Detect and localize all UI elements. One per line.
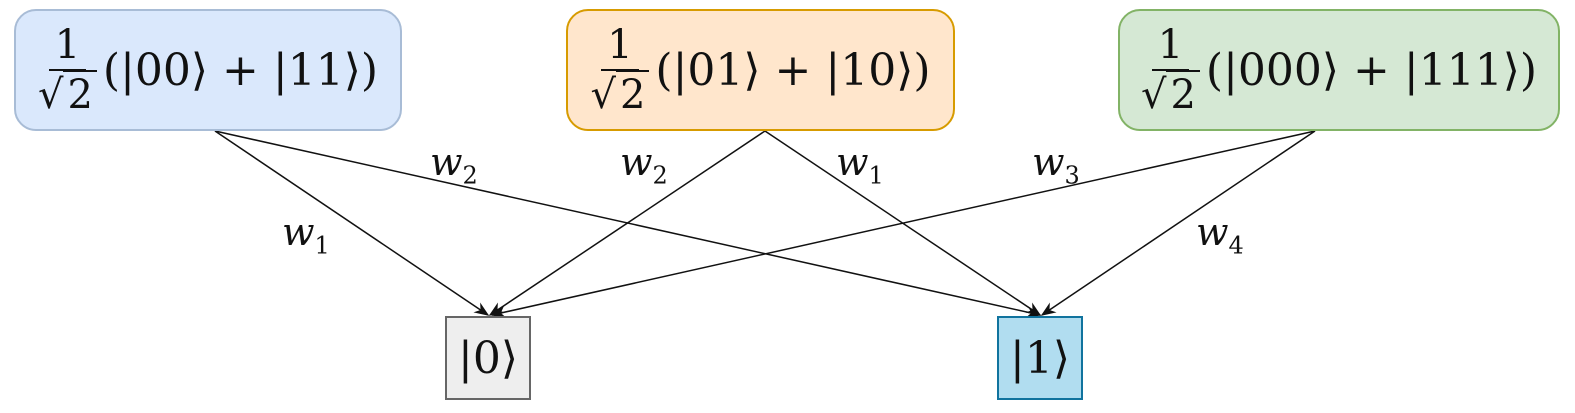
ket-1-node[interactable]: |1⟩	[997, 316, 1083, 400]
weight-label: w4	[1196, 210, 1244, 260]
fraction: 1√2	[590, 25, 650, 118]
numerator: 1	[48, 25, 87, 71]
numerator: 1	[601, 25, 639, 71]
weight-label: w3	[1032, 140, 1080, 190]
state-expression: (|01⟩ + |10⟩)	[655, 44, 931, 96]
weight-label: w2	[620, 140, 668, 190]
ghz-state-node[interactable]: 1√2 (|000⟩ + |111⟩)	[1118, 9, 1560, 131]
bell-state-00-11-node[interactable]: 1√2 (|00⟩ + |11⟩)	[14, 9, 402, 131]
radicand: 2	[615, 70, 650, 118]
bell-state-01-10-node[interactable]: 1√2 (|01⟩ + |10⟩)	[566, 9, 955, 131]
numerator: 1	[1151, 25, 1190, 71]
radicand: 2	[1166, 70, 1200, 118]
weight-label: w2	[430, 140, 478, 190]
state-expression: (|000⟩ + |111⟩)	[1205, 44, 1538, 96]
ket-0-node[interactable]: |0⟩	[445, 316, 531, 400]
ket-0-label: |0⟩	[458, 332, 518, 384]
fraction: 1√2	[37, 25, 97, 118]
edge-b-0	[488, 130, 766, 316]
edge-a-0	[214, 130, 490, 316]
radical-sign: √	[1140, 72, 1167, 118]
fraction: 1√2	[1140, 25, 1200, 118]
radicand: 2	[63, 70, 97, 118]
radical-sign: √	[37, 72, 64, 118]
state-expression: (|00⟩ + |11⟩)	[102, 44, 379, 96]
edge-c-1	[1040, 130, 1316, 316]
weight-label: w1	[282, 210, 330, 260]
weight-label: w1	[836, 140, 884, 190]
edge-c-0	[490, 130, 1316, 318]
radical-sign: √	[590, 72, 616, 118]
ket-1-label: |1⟩	[1010, 332, 1070, 384]
